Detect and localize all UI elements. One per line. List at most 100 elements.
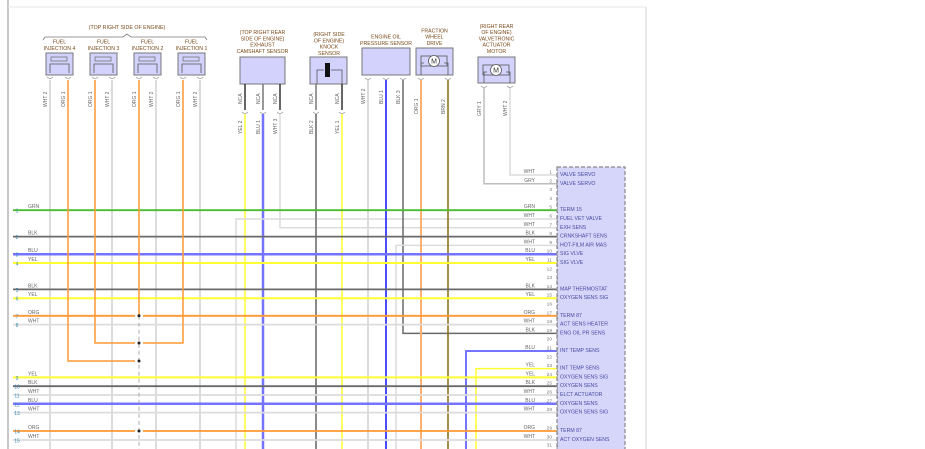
- pin-terminal-icon: [152, 76, 160, 79]
- component-title: SIDE OF ENGINE): [241, 36, 285, 42]
- header-brace: [42, 33, 208, 41]
- pin-terminal-icon: [196, 76, 204, 79]
- pin-terminal-icon: [259, 111, 267, 114]
- wire-fi1-org: [143, 80, 184, 344]
- component-title: FUEL: [97, 40, 110, 46]
- row-number: 2: [16, 235, 19, 241]
- ecu-wire-color: WHT: [524, 389, 535, 395]
- ecu-wire-color: BLK: [526, 283, 536, 289]
- coil-lead: [49, 63, 70, 73]
- pin-label: WHT 2: [105, 91, 111, 107]
- motor-lead: [483, 71, 487, 83]
- ecu-pin-number: 5: [549, 205, 552, 211]
- component-title: INJECTION 3: [88, 46, 120, 52]
- ecu-pin-icon: [556, 277, 559, 284]
- ecu-pin-number: 27: [547, 398, 553, 404]
- ecu-pin-icon: [556, 374, 559, 381]
- pin-label: ORG 1: [414, 98, 420, 114]
- ecu-pin-icon: [556, 330, 559, 337]
- splice-dot: [137, 341, 141, 345]
- pin-terminal-icon: [108, 76, 116, 79]
- ecu-wire-color: ORG: [524, 310, 536, 316]
- row-number: 13: [14, 411, 20, 417]
- row-number: 1: [16, 209, 19, 215]
- ecu-pin-icon: [556, 233, 559, 240]
- component-title: FUEL: [141, 40, 154, 46]
- ecu-pin-icon: [556, 250, 559, 258]
- ecu-pin-label: INT TEMP SENS: [560, 348, 600, 354]
- pin-label: YEL 2: [238, 120, 244, 134]
- ecu-wire-color: WHT: [524, 169, 535, 175]
- ecu-pin-icon: [556, 382, 559, 390]
- wire-color-label: YEL: [28, 257, 38, 263]
- ecu-pin-label: TERM 87: [560, 428, 582, 434]
- wire-color-label: BLU: [28, 248, 38, 254]
- ecu-pin-number: 30: [547, 435, 553, 441]
- component-title: (TOP RIGHT REAR: [240, 30, 286, 36]
- component-title: FRACTION: [421, 28, 448, 34]
- component-title: ACTUATOR: [482, 43, 510, 49]
- ecu-pin-label: TERM 87: [560, 313, 582, 319]
- ecu-pin-number: 25: [547, 381, 553, 387]
- nca-label: NCA: [273, 93, 279, 104]
- injector-coil-icon: [49, 56, 70, 73]
- component-title: CAMSHAFT SENSOR: [237, 49, 289, 55]
- ecu-pin-icon: [556, 427, 559, 435]
- ecu-wire-color: ORG: [524, 425, 536, 431]
- ecu-pin-icon: [556, 259, 559, 267]
- ecu-pin-number: 28: [547, 407, 553, 413]
- ecu-pin-icon: [556, 444, 559, 449]
- component-title: OF ENGINE): [314, 38, 345, 44]
- pin-terminal-icon: [338, 111, 346, 114]
- component-title: FUEL: [185, 40, 198, 46]
- ecu-wire-color: BLK: [526, 327, 536, 333]
- splice-dot: [137, 429, 141, 433]
- ecu-wire-color: GRN: [524, 204, 536, 210]
- ecu-pin-number: 24: [547, 372, 553, 378]
- wire-pin21-blu: [465, 350, 557, 449]
- pin-label: WHT 3: [273, 118, 279, 134]
- ecu-pin-icon: [556, 356, 559, 364]
- ecu-wire-color: BLK: [526, 231, 536, 237]
- pin-terminal-icon: [276, 111, 284, 114]
- pin-label: ORG 1: [176, 91, 182, 107]
- pin-label: BLU 1: [379, 90, 385, 104]
- wire-pin9-wht: [395, 244, 557, 449]
- ecu-wire-color: YEL: [526, 363, 536, 369]
- component-title: EXHAUST: [250, 43, 275, 49]
- pin-label: ORG 1: [132, 91, 138, 107]
- ecu-pin-label: VALVE SERVO: [560, 172, 595, 178]
- ecu-pin-number: 19: [547, 328, 553, 334]
- ecu-pin-number: 3: [549, 187, 552, 193]
- wire-color-label: YEL: [28, 371, 38, 377]
- wire-oil-blk: [402, 80, 557, 335]
- location-header: (TOP RIGHT SIDE OF ENGINE): [89, 25, 166, 31]
- ecu-pin-label: ENG OIL PR SENS: [560, 330, 606, 336]
- wire-color-label: BLK: [28, 380, 38, 386]
- coil-core: [94, 56, 112, 62]
- pin-label: WHT 2: [193, 91, 199, 107]
- ecu-pin-number: 22: [547, 354, 553, 360]
- component-title: INJECTION 1: [176, 46, 208, 52]
- ecu-pin-number: 20: [547, 337, 553, 343]
- motor-symbol: M: [493, 68, 499, 75]
- splice-dot: [137, 314, 141, 318]
- ecu-pin-number: 7: [549, 222, 552, 228]
- component-title: KNOCK: [320, 45, 339, 51]
- knock-lead: [316, 69, 324, 84]
- ecu-pin-label: CRNKSHAFT SENS: [560, 234, 608, 240]
- ecu-wire-color: WHT: [524, 319, 535, 325]
- ecu-pin-label: INT TEMP SENS: [560, 366, 600, 372]
- wire-color-label: GRN: [28, 204, 40, 210]
- component-title: FUEL: [53, 40, 66, 46]
- coil-core: [50, 56, 68, 62]
- ecu-pin-label: FUEL VET VALVE: [560, 216, 602, 222]
- ecu-pin-icon: [556, 171, 559, 179]
- wire-color-label: YEL: [28, 292, 38, 298]
- ecu-pin-label: ACT OXYGEN SENS: [560, 437, 610, 443]
- injector-coil-icon: [93, 56, 114, 73]
- wire-color-label: WHT: [28, 434, 39, 440]
- pin-terminal-icon: [480, 85, 488, 88]
- ecu-pin-number: 23: [547, 363, 553, 369]
- ecu-pin-number: 9: [549, 240, 552, 246]
